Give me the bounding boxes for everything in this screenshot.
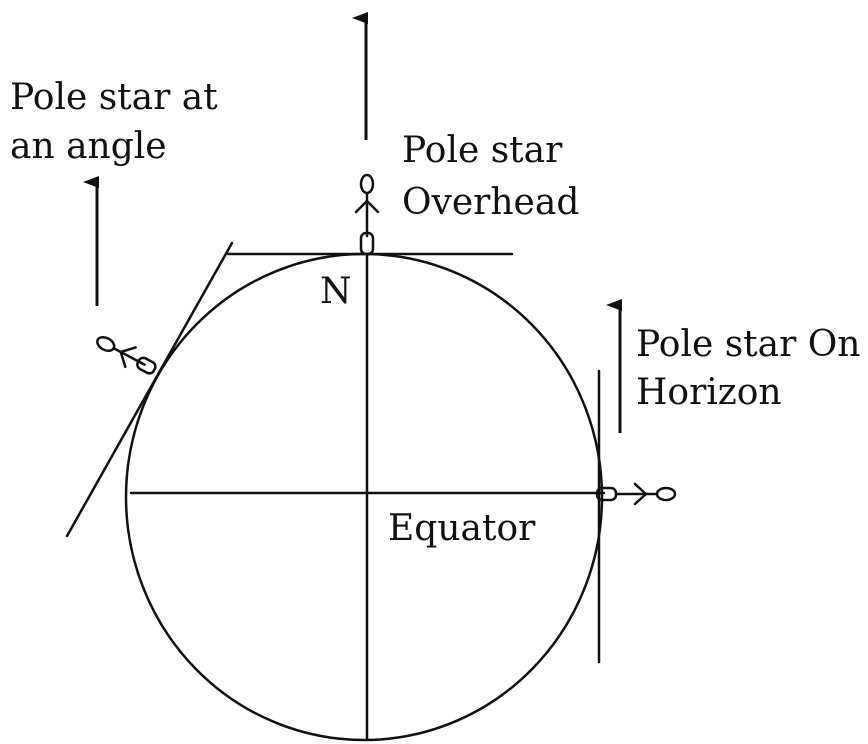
label-north: N	[320, 271, 352, 312]
label-pole-star-overhead-line2: Overhead	[402, 182, 579, 223]
mid-latitude-tangent-line	[65, 241, 234, 538]
label-pole-star-horizon-line1: Pole star On	[636, 324, 860, 365]
earth-circle	[124, 252, 604, 742]
label-pole-star-angle-line1: Pole star at	[10, 77, 218, 118]
observer-north-pole	[354, 173, 380, 256]
label-pole-star-overhead-line1: Pole star	[402, 130, 563, 171]
observer-equator	[595, 482, 677, 506]
label-equator: Equator	[388, 508, 536, 549]
label-pole-star-horizon-line2: Horizon	[636, 372, 782, 413]
label-pole-star-angle-line2: an angle	[10, 126, 167, 167]
observer-mid-latitude	[96, 335, 157, 375]
